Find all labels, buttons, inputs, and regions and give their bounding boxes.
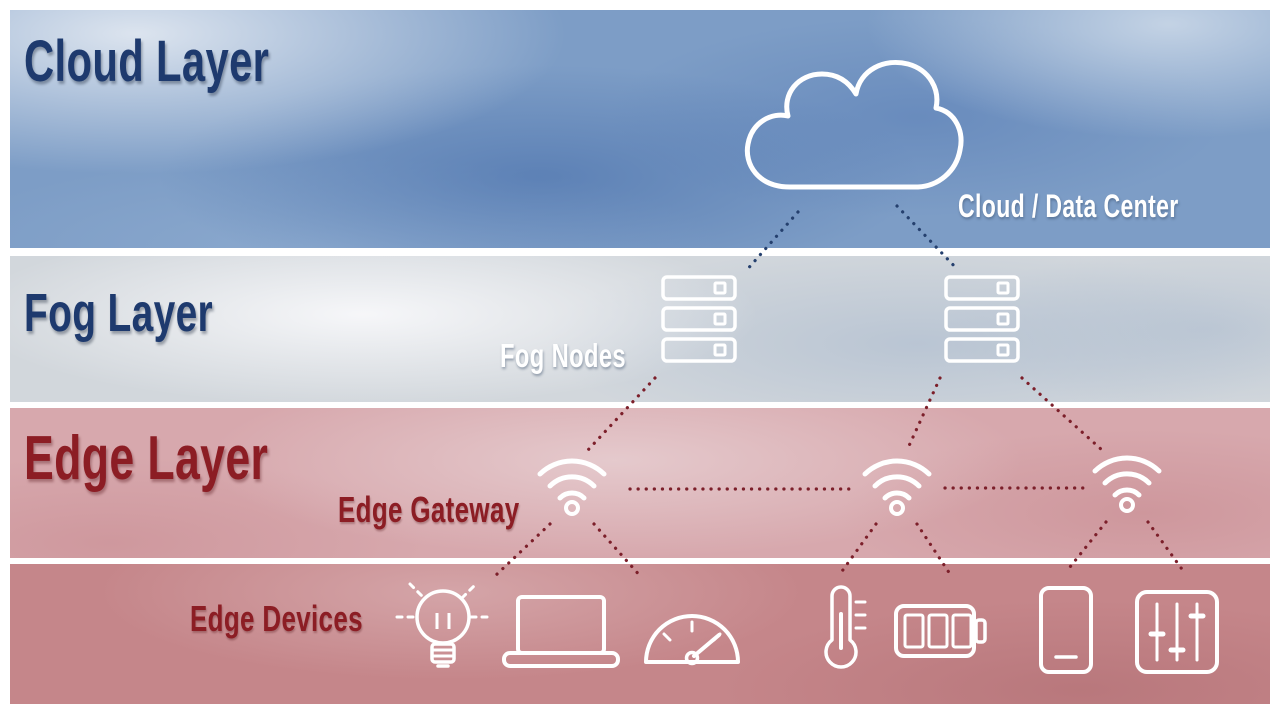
cloud-icon: [744, 60, 964, 190]
edge-devices-label-text: Edge Devices: [190, 598, 363, 639]
edge-gateway-label-text: Edge Gateway: [338, 489, 520, 530]
fog-layer-band: [10, 256, 1270, 402]
cloud-data-center-label-text: Cloud / Data Center: [958, 188, 1179, 224]
light-bulb-icon: [395, 582, 491, 668]
connector-gateway3-devices-right: [1146, 520, 1186, 574]
edge-devices-label: Edge Devices: [190, 598, 430, 640]
connector-gateway2-devices-left: [838, 522, 878, 576]
thermometer-icon: [824, 585, 867, 669]
server-stack-icon-left: [661, 275, 737, 363]
laptop-icon: [502, 595, 620, 668]
fog-layer-title-text: Fog Layer: [24, 283, 214, 343]
cloud-layer-band: [10, 10, 1270, 248]
edge-gateway-label: Edge Gateway: [338, 489, 590, 531]
wifi-gateway-icon-1: [537, 458, 607, 516]
wifi-gateway-icon-3: [1092, 455, 1162, 513]
server-stack-icon-right: [944, 275, 1020, 363]
edge-layer-title-text: Edge Layer: [24, 424, 269, 493]
smartphone-icon: [1039, 586, 1093, 674]
edge-layer-title: Edge Layer: [24, 423, 363, 494]
cloud-data-center-label: Cloud / Data Center: [958, 188, 1264, 225]
connector-fognode-gateway-1: [586, 376, 657, 452]
fog-nodes-label-text: Fog Nodes: [500, 337, 626, 374]
wifi-gateway-icon-2: [862, 458, 932, 516]
edge-layer-band: [10, 408, 1270, 558]
fog-layer-title: Fog Layer: [24, 282, 287, 344]
cloud-layer-title-text: Cloud Layer: [24, 29, 270, 94]
connector-fognode-gateway-2: [906, 376, 942, 450]
connector-cloud-fognode-right: [895, 204, 960, 272]
equalizer-icon: [1135, 590, 1219, 674]
connector-cloud-fognode-left: [743, 210, 800, 274]
connector-gateway1-devices-right: [592, 522, 644, 580]
cloud-layer-title: Cloud Layer: [24, 28, 365, 95]
connector-fognode-gateway-3: [1020, 376, 1104, 452]
connector-gateway2-devices-right: [915, 522, 952, 576]
connector-gateway3-devices-left: [1064, 520, 1108, 574]
connector-gateway1-devices-left: [493, 522, 552, 578]
fog-nodes-label: Fog Nodes: [500, 337, 675, 375]
battery-icon: [894, 604, 987, 658]
gauge-icon: [644, 614, 740, 666]
